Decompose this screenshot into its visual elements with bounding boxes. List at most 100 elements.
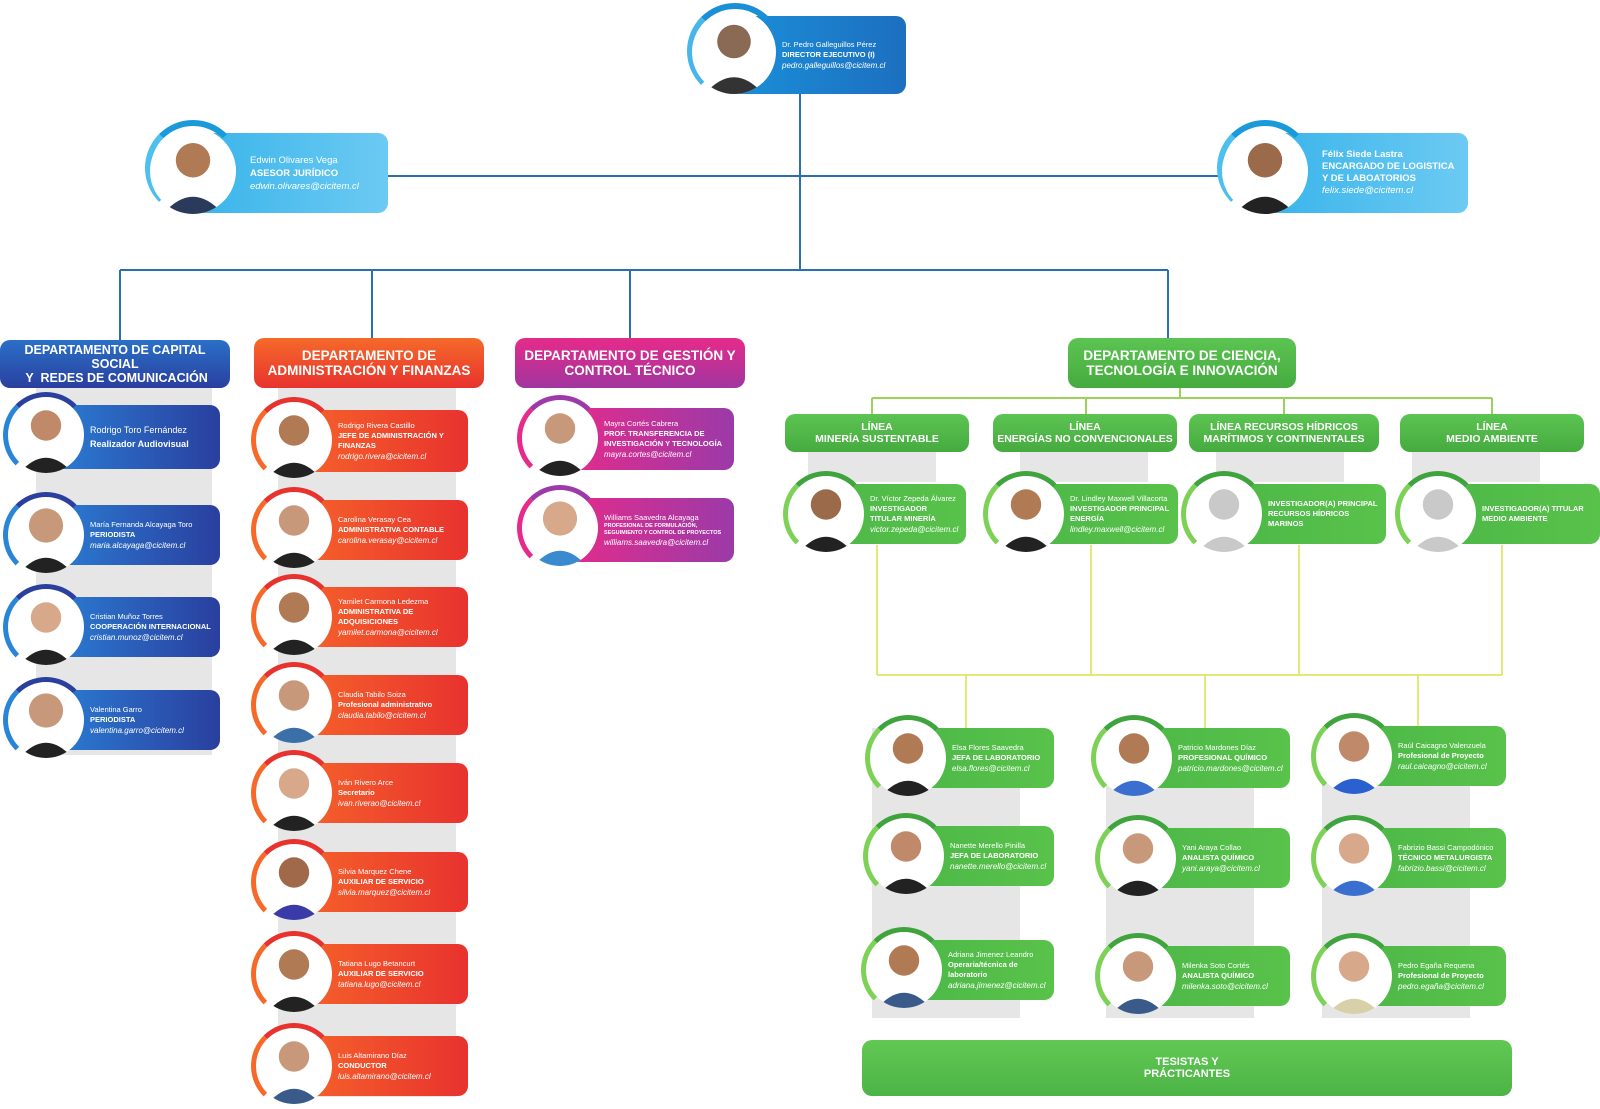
person-photo <box>256 492 332 568</box>
photo-ring <box>251 487 337 573</box>
person-name: Dr. Víctor Zepeda Álvarez <box>870 493 956 503</box>
person-email: lindley.maxwell@cicitem.cl <box>1070 524 1165 534</box>
line-title-line2: MARÍTIMOS Y CONTINENTALES <box>1203 433 1365 445</box>
line-title-line1: LÍNEA RECURSOS HÍDRICOS <box>1210 421 1358 433</box>
photo-ring <box>251 1023 337 1109</box>
photo-ring <box>1311 713 1397 799</box>
advisor-role: ASESOR JURÍDICO <box>250 167 339 179</box>
person-role: AUXILIAR DE SERVICIO <box>338 876 424 886</box>
person-email: valentina.garro@cicitem.cl <box>90 725 184 735</box>
person-photo <box>870 720 946 796</box>
person-name: Mayra Cortés Cabrera <box>604 418 679 428</box>
photo-ring <box>251 574 337 660</box>
line-title-line2: ENERGÍAS NO CONVENCIONALES <box>997 433 1173 445</box>
person-email: fabrizio.bassi@cicitem.cl <box>1398 863 1486 873</box>
person-role: INVESTIGADOR PRINCIPAL ENERGÍA <box>1070 503 1169 523</box>
logistics-photo <box>1222 128 1308 214</box>
person-photo <box>1316 938 1392 1014</box>
photo-ring <box>3 677 89 763</box>
person-role: PROFESIONAL QUÍMICO <box>1178 752 1268 762</box>
line-leader-ambiente: INVESTIGADOR(A) TITULAR MEDIO AMBIENTE <box>1395 471 1600 557</box>
person-name: María Fernanda Alcayaga Toro <box>90 519 193 529</box>
person-role: Profesional de Proyecto <box>1398 750 1484 760</box>
person-photo <box>1096 720 1172 796</box>
person-role: PERIODISTA <box>90 529 136 539</box>
person-role: CONDUCTOR <box>338 1060 387 1070</box>
person-name: Claudia Tabilo Soiza <box>338 689 406 699</box>
person-role: ANALISTA QUÍMICO <box>1182 852 1255 862</box>
director-card: Dr. Pedro Galleguillos Pérez DIRECTOR EJ… <box>687 3 906 99</box>
person-name: Luis Altamirano Díaz <box>338 1050 407 1060</box>
person-email: claudia.tabilo@cicitem.cl <box>338 710 426 720</box>
person-photo <box>522 490 598 566</box>
dept-capital-title-line2: Y REDES DE COMUNICACIÓN <box>22 371 208 385</box>
tesistas-line1: TESISTAS Y <box>1155 1056 1219 1068</box>
person-photo <box>1100 820 1176 896</box>
photo-ring <box>687 3 783 99</box>
line-leader-hidricos: INVESTIGADOR(A) PRINCIPAL RECURSOS HÍDRI… <box>1181 471 1386 557</box>
person-email: luis.altamirano@cicitem.cl <box>338 1071 431 1081</box>
advisor-email: edwin.olivares@cicitem.cl <box>250 180 359 192</box>
person-photo <box>866 932 942 1008</box>
photo-ring <box>3 492 89 578</box>
director-photo <box>692 10 776 94</box>
person-email: pedro.egaña@cicitem.cl <box>1398 981 1484 991</box>
person-email: ivan.riverao@cicitem.cl <box>338 798 421 808</box>
photo-ring <box>783 471 869 557</box>
photo-ring <box>3 392 89 478</box>
photo-ring <box>517 395 603 481</box>
person-photo <box>1316 718 1392 794</box>
person-photo <box>522 400 598 476</box>
dept-capital-title-line1: DEPARTAMENTO DE CAPITAL SOCIAL <box>24 343 206 371</box>
person-photo <box>8 589 84 665</box>
person-role: COOPERACIÓN INTERNACIONAL <box>90 621 211 631</box>
person-role: INVESTIGADOR TITULAR MINERÍA <box>870 503 936 523</box>
person-role: ADMINISTRATIVA DE ADQUISICIONES <box>338 606 414 626</box>
person-name: Silvia Marquez Chene <box>338 866 412 876</box>
photo-ring <box>861 927 947 1013</box>
person-name: Yamilet Carmona Ledezma <box>338 596 429 606</box>
photo-ring <box>863 813 949 899</box>
person-photo <box>8 397 84 473</box>
person-photo <box>1316 820 1392 896</box>
advisor-photo <box>150 128 236 214</box>
person-name: Valentina Garro <box>90 704 142 714</box>
person-photo <box>1100 938 1176 1014</box>
dept-capital-header: DEPARTAMENTO DE CAPITAL SOCIAL Y REDES D… <box>0 340 230 388</box>
line-title-line1: LÍNEA <box>1476 421 1508 433</box>
dept-admin-title-line1: DEPARTAMENTO DE <box>301 348 437 363</box>
person-role: ANALISTA QUÍMICO <box>1182 970 1255 980</box>
photo-ring <box>1091 715 1177 801</box>
person-placeholder-icon <box>1186 476 1262 552</box>
photo-ring <box>1095 933 1181 1019</box>
person-email: maria.alcayaga@cicitem.cl <box>90 540 186 550</box>
person-email: raul.caicagno@cicitem.cl <box>1398 761 1487 771</box>
line-title-line1: LÍNEA <box>861 421 893 433</box>
person-role: AUXILIAR DE SERVICIO <box>338 968 424 978</box>
person-name: Carolina Verasay Cea <box>338 514 411 524</box>
logistics-role-line2: Y DE LABOATORIOS <box>1322 173 1416 184</box>
person-role: JEFA DE LABORATORIO <box>950 850 1039 860</box>
person-email: mayra.cortes@cicitem.cl <box>604 449 692 459</box>
person-photo <box>256 755 332 831</box>
person-name: Raúl Caicagno Valenzuela <box>1398 740 1486 750</box>
person-photo <box>256 402 332 478</box>
photo-ring <box>251 397 337 483</box>
person-name: Pedro Egaña Requena <box>1398 960 1475 970</box>
dept-ciencia-title-line1: DEPARTAMENTO DE CIENCIA, <box>1083 348 1281 363</box>
